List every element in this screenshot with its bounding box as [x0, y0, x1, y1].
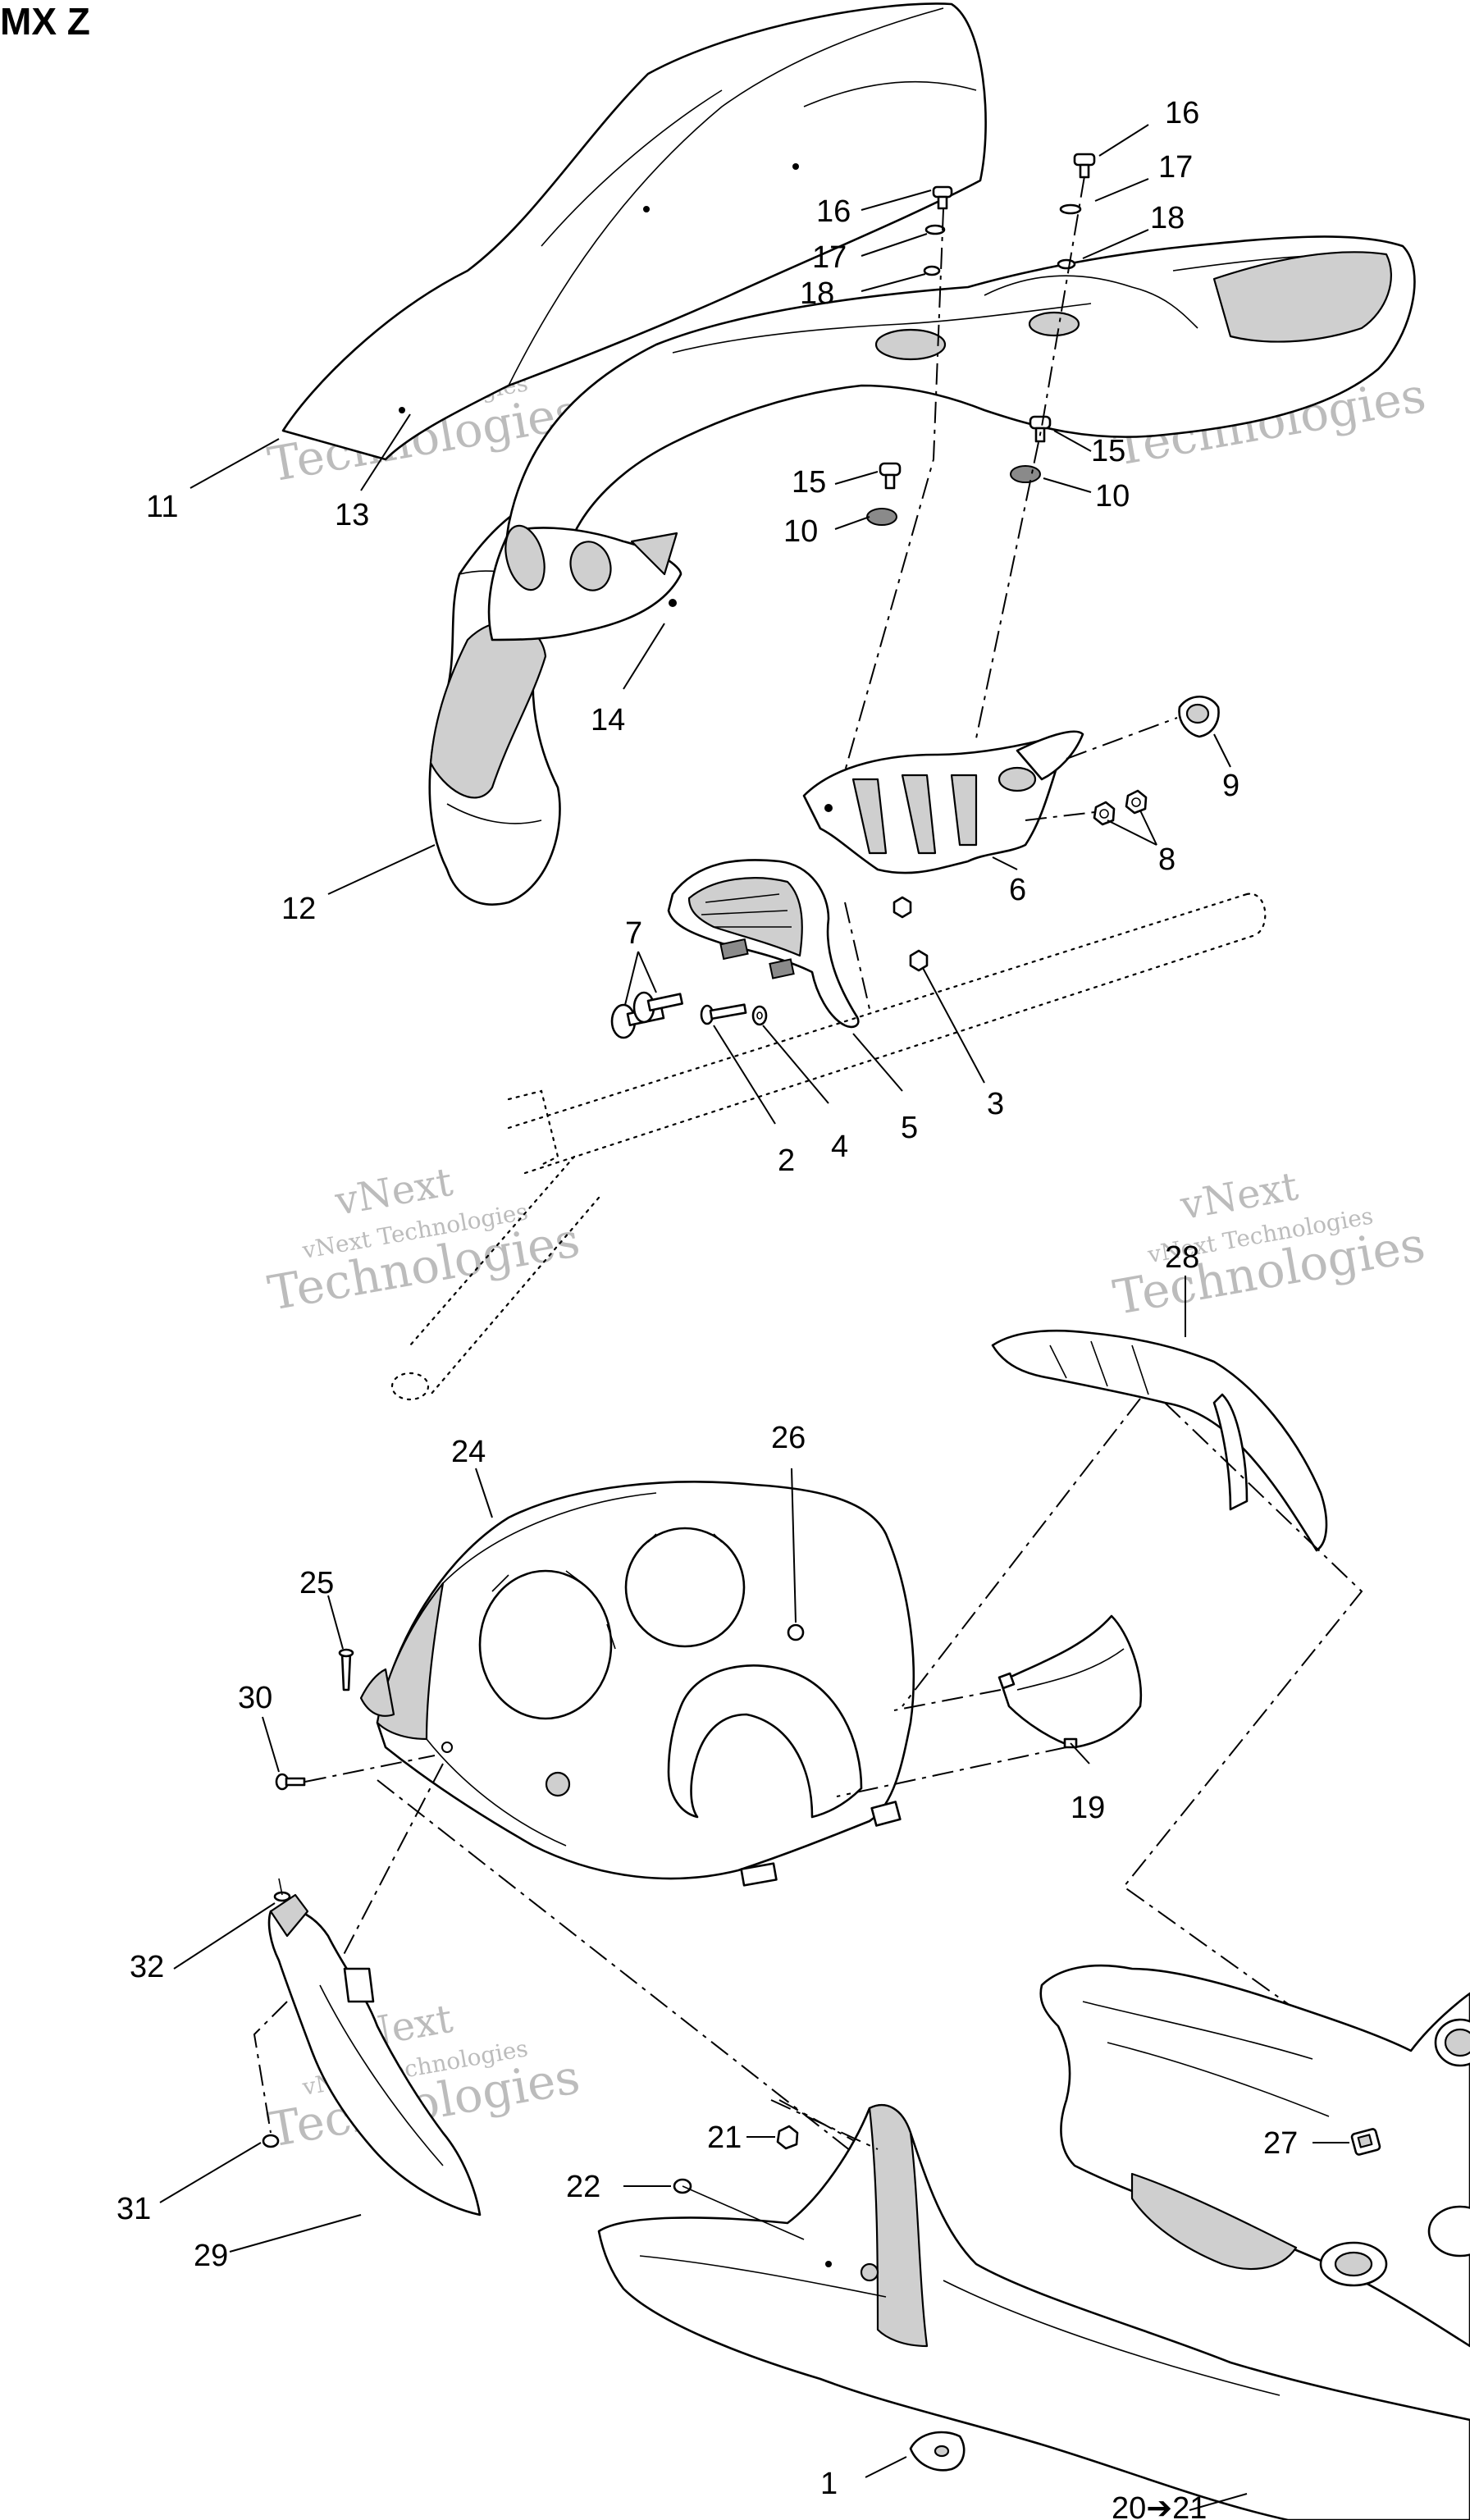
callout-4: 4: [831, 1130, 848, 1164]
callout-26: 26: [771, 1421, 806, 1455]
fasteners-left-stack: [866, 185, 953, 526]
part-30-screw: [275, 1773, 306, 1791]
assembly-line-28-24: [902, 1398, 1141, 1707]
part-28-bracket: [991, 1329, 1328, 1552]
callout-1: 1: [820, 2467, 838, 2501]
callout-7: 7: [625, 916, 642, 951]
part-26-screw: [787, 1623, 805, 1641]
callout-labels: 16 17 18 16 17 18 11 13 15 10 15 10 14 9…: [116, 96, 1298, 2520]
callout-13: 13: [335, 498, 369, 532]
callout-20-21: 20➔21: [1112, 2491, 1207, 2520]
part-24-gauge-console: [359, 1481, 915, 1887]
part-2-bolt: [700, 1003, 747, 1025]
callout-3: 3: [987, 1087, 1004, 1121]
assembly-line-24-body: [377, 1779, 870, 2166]
callout-31: 31: [116, 2192, 151, 2226]
assembly-line-19: [893, 1689, 1002, 1711]
callout-12: 12: [281, 892, 316, 926]
part-lower-body-frame: [597, 1964, 1470, 2520]
part-21-nut: [776, 2125, 799, 2150]
part-4-washer: [751, 1005, 768, 1026]
callout-21: 21: [707, 2121, 742, 2155]
callout-6: 6: [1009, 873, 1026, 907]
callout-24: 24: [451, 1435, 486, 1469]
part-6-steering-cover: [802, 730, 1084, 874]
callout-18: 18: [800, 276, 834, 311]
callout-25: 25: [299, 1566, 334, 1600]
callout-17: 17: [812, 240, 847, 275]
callout-9: 9: [1222, 769, 1239, 803]
assembly-line-29: [336, 1763, 444, 1970]
part-25-screw: [338, 1648, 354, 1691]
assembly-line-28-body: [1122, 1402, 1412, 2093]
callout-18: 18: [1150, 201, 1185, 235]
callout-15: 15: [792, 465, 826, 500]
watermark-mid-right: vNext vNext Technologies Technologies: [1109, 1163, 1429, 1326]
watermark-mid-left: vNext vNext Technologies Technologies: [264, 1159, 584, 1322]
centerline-right: [975, 176, 1085, 739]
part-19-cover: [998, 1614, 1143, 1749]
diagram-title: MX Z: [0, 0, 90, 43]
callout-16: 16: [1165, 96, 1199, 130]
part-5-handlebar-housing: [667, 859, 860, 1029]
callout-32: 32: [130, 1950, 164, 1984]
callout-28: 28: [1165, 1240, 1199, 1275]
part-31-screw: [262, 2134, 280, 2148]
callout-30: 30: [238, 1681, 272, 1715]
callout-10: 10: [1095, 479, 1130, 514]
callout-19: 19: [1071, 1791, 1105, 1825]
callout-11: 11: [146, 490, 178, 524]
part-1-clip: [909, 2431, 966, 2472]
part-front-cowl: [487, 235, 1416, 641]
part-32-screw: [273, 1878, 291, 1902]
callout-17: 17: [1158, 150, 1193, 185]
leader-lines: [159, 124, 1349, 2511]
callout-29: 29: [194, 2239, 228, 2273]
centerline-left: [844, 208, 944, 772]
callout-8: 8: [1158, 842, 1176, 877]
part-7-bolts: [610, 991, 683, 1039]
part-11-windshield: [281, 2, 987, 461]
handlebar-dotted: [390, 892, 1267, 1401]
callout-22: 22: [566, 2170, 600, 2204]
part-8-nuts: [1093, 789, 1148, 826]
part-29-side-panel: [267, 1893, 482, 2216]
part-22-screw: [673, 2178, 805, 2240]
callout-14: 14: [591, 703, 625, 737]
part-9-plug: [1178, 696, 1220, 738]
callout-15: 15: [1091, 434, 1125, 468]
callout-27: 27: [1263, 2126, 1298, 2161]
callout-16: 16: [816, 194, 851, 229]
part-27-clip: [1350, 2128, 1381, 2156]
callout-10: 10: [783, 514, 818, 549]
callout-5: 5: [901, 1111, 918, 1145]
part-3-nuts: [892, 896, 929, 972]
callout-2: 2: [778, 1144, 795, 1178]
